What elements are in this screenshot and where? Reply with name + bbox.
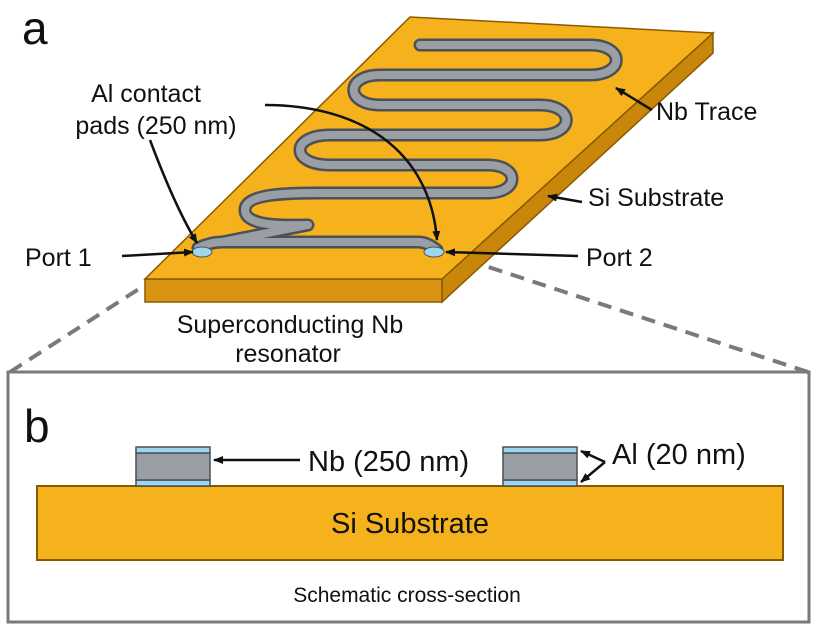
stack-left [135, 446, 211, 487]
al-pad-port1 [191, 246, 213, 258]
panel-b-letter: b [24, 400, 50, 452]
label-al-thickness: Al (20 nm) [612, 439, 746, 471]
label-al-pads-line1: Al contact [91, 80, 201, 108]
panel-a-letter: a [22, 2, 48, 54]
arrow-al-bottom [580, 461, 606, 483]
zoom-line-right [454, 254, 809, 374]
arrow-al-pads-right [264, 103, 441, 241]
nb-trace-meander [191, 38, 623, 257]
arrow-port1 [121, 248, 194, 258]
label-si-substrate-a: Si Substrate [588, 184, 724, 212]
label-nb-trace: Nb Trace [656, 98, 757, 126]
label-al-pads-line2: pads (250 nm) [75, 112, 236, 140]
label-si-substrate-b: Si Substrate [331, 508, 489, 540]
caption-b: Schematic cross-section [293, 584, 521, 607]
caption-a-line1: Superconducting Nb [177, 311, 404, 339]
label-nb-thickness: Nb (250 nm) [308, 446, 469, 478]
label-port2: Port 2 [586, 244, 653, 272]
arrow-al-pads-left [148, 139, 199, 244]
arrow-nb-trace [615, 86, 653, 112]
caption-a-line2: resonator [235, 340, 341, 368]
stack-right [502, 446, 578, 487]
substrate-front-side [144, 278, 443, 303]
si-substrate-block [36, 485, 784, 561]
arrow-port2 [445, 248, 579, 258]
zoom-line-left [8, 254, 192, 374]
substrate-top-face [143, 16, 715, 280]
al-pad-port2 [423, 246, 445, 258]
panel-b-frame [6, 370, 811, 624]
arrow-al-top [580, 449, 606, 464]
arrow-si-substrate [547, 193, 583, 204]
label-port1: Port 1 [25, 244, 92, 272]
